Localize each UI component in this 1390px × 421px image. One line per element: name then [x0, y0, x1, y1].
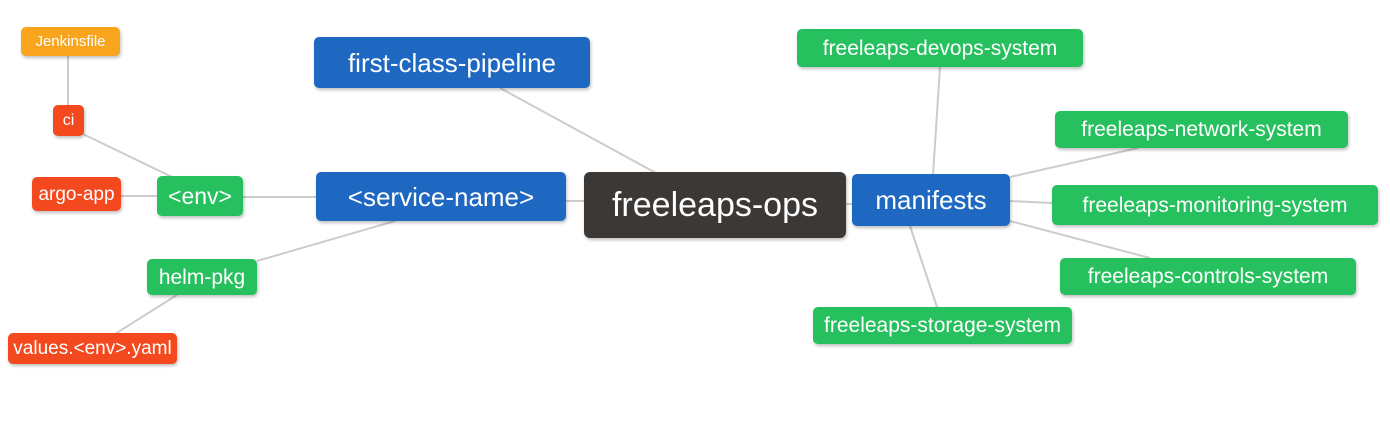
edge-pipeline-ops [499, 87, 657, 174]
node-env[interactable]: <env> [157, 176, 243, 216]
edge-manifests-controls [1009, 220, 1151, 259]
node-freeleaps-monitoring-system[interactable]: freeleaps-monitoring-system [1052, 185, 1378, 225]
edge-helmpkg-servicename [256, 220, 396, 262]
node-freeleaps-devops-system[interactable]: freeleaps-devops-system [797, 29, 1083, 67]
edge-ci-env [82, 133, 173, 178]
node-freeleaps-ops[interactable]: freeleaps-ops [584, 172, 846, 238]
node-freeleaps-controls-system[interactable]: freeleaps-controls-system [1060, 258, 1356, 295]
node-jenkinsfile[interactable]: Jenkinsfile [21, 27, 120, 56]
node-first-class-pipeline[interactable]: first-class-pipeline [314, 37, 590, 88]
node-service-name[interactable]: <service-name> [316, 172, 566, 221]
node-freeleaps-storage-system[interactable]: freeleaps-storage-system [813, 307, 1072, 344]
node-argo-app[interactable]: argo-app [32, 177, 121, 211]
edge-manifests-storage [909, 225, 938, 308]
node-freeleaps-network-system[interactable]: freeleaps-network-system [1055, 111, 1348, 148]
node-manifests[interactable]: manifests [852, 174, 1010, 226]
edge-manifests-devops [932, 66, 941, 176]
node-ci[interactable]: ci [53, 105, 84, 136]
node-helm-pkg[interactable]: helm-pkg [147, 259, 257, 295]
edge-manifests-monitoring [1009, 200, 1053, 204]
node-values-env-yaml[interactable]: values.<env>.yaml [8, 333, 177, 364]
edge-manifests-network [1009, 147, 1139, 178]
edge-values-helmpkg [114, 294, 178, 335]
